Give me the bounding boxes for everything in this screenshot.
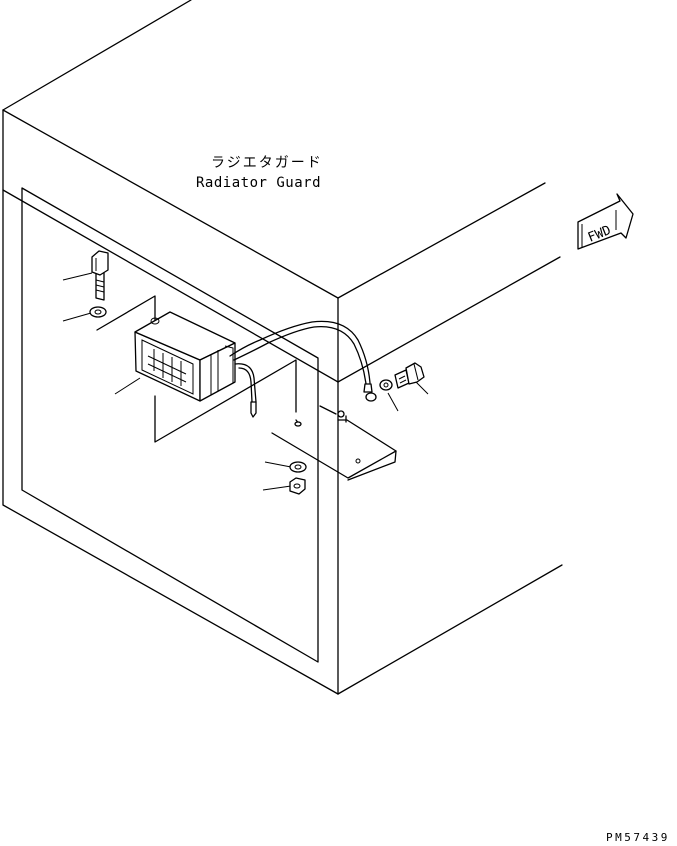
nut-lower <box>289 477 306 495</box>
label-japanese: ラジエタガード <box>211 155 323 171</box>
washer-right <box>379 379 393 391</box>
radiator-panel <box>21 187 319 663</box>
label-english: Radiator Guard <box>196 175 321 191</box>
lamp-bracket <box>271 405 397 481</box>
radiator-guard-box <box>2 0 563 695</box>
ring-terminal <box>363 383 377 402</box>
leader-lines <box>62 272 429 491</box>
work-lamp <box>134 311 236 402</box>
washer-left <box>89 306 107 318</box>
washer-lower <box>289 461 307 473</box>
bolt-left <box>91 250 109 301</box>
drawing-code: PM57439 <box>606 831 670 844</box>
bolt-right <box>394 362 425 389</box>
wiring <box>229 320 371 418</box>
fwd-arrow-icon: FWD <box>577 193 634 250</box>
